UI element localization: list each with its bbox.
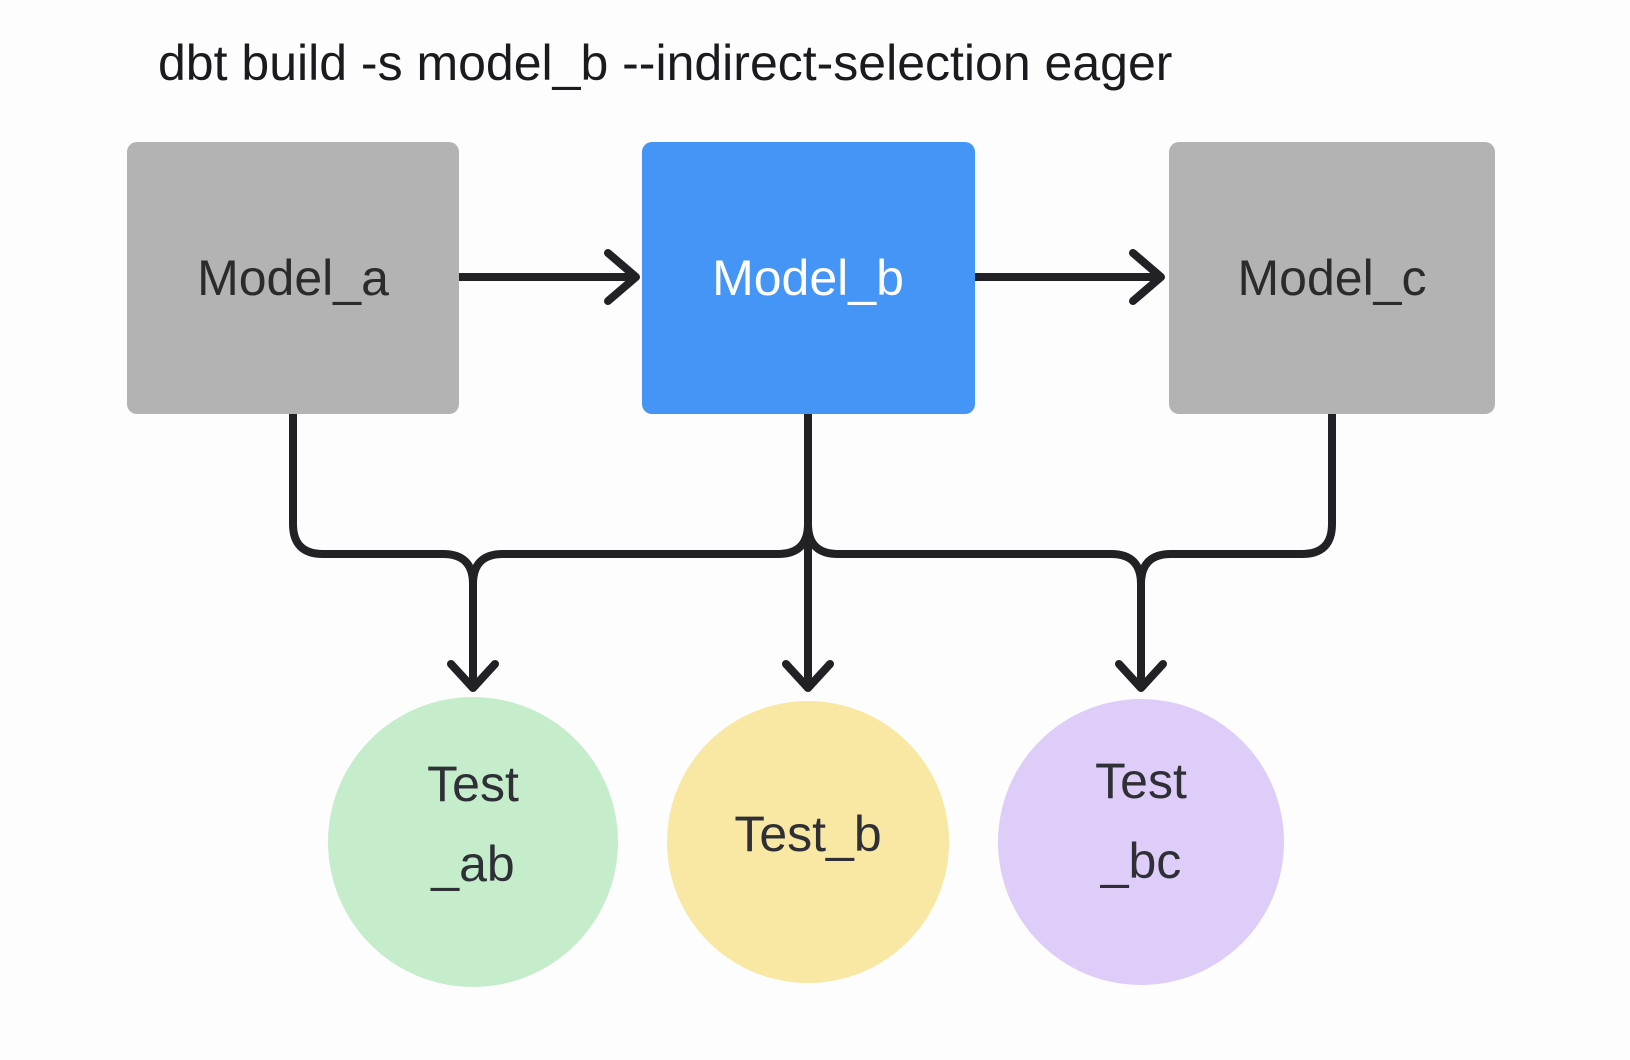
edge-test-ab-arrowhead: [447, 660, 499, 692]
edge-model-b-test-bc: [804, 414, 1145, 685]
edge-lines: [289, 249, 1336, 692]
node-test-ab: Test _ab: [328, 697, 618, 987]
node-test-bc: Test _bc: [998, 699, 1284, 985]
edge-model-b-model-c-arrowhead: [1129, 249, 1165, 305]
test-b-circle: [667, 701, 949, 983]
edge-test-b-arrowhead: [782, 660, 834, 692]
node-test-b: Test_b: [667, 701, 949, 983]
model-a-label: Model_a: [197, 250, 389, 306]
test-b-label: Test_b: [734, 806, 881, 862]
model-c-box: [1169, 142, 1495, 414]
node-model-b: Model_b: [642, 142, 975, 414]
test-bc-circle: [998, 699, 1284, 985]
edge-model-a-test-ab: [289, 414, 477, 685]
model-b-label: Model_b: [712, 250, 904, 306]
model-b-box: [642, 142, 975, 414]
diagram-title: dbt build -s model_b --indirect-selectio…: [158, 35, 1172, 91]
test-ab-label-line1: Test: [427, 756, 519, 812]
edge-test-bc-arrowhead: [1115, 660, 1167, 692]
edge-model-b-test-ab: [469, 414, 812, 585]
node-model-c: Model_c: [1169, 142, 1495, 414]
node-model-a: Model_a: [127, 142, 459, 414]
model-a-box: [127, 142, 459, 414]
test-ab-circle: [328, 697, 618, 987]
model-c-label: Model_c: [1238, 250, 1427, 306]
test-bc-label-line1: Test: [1095, 753, 1187, 809]
test-bc-label-line2: _bc: [1100, 833, 1182, 889]
test-ab-label-line2: _ab: [430, 836, 514, 892]
edge-model-a-model-b-arrowhead: [604, 249, 640, 305]
edge-model-c-test-bc: [1137, 414, 1336, 585]
